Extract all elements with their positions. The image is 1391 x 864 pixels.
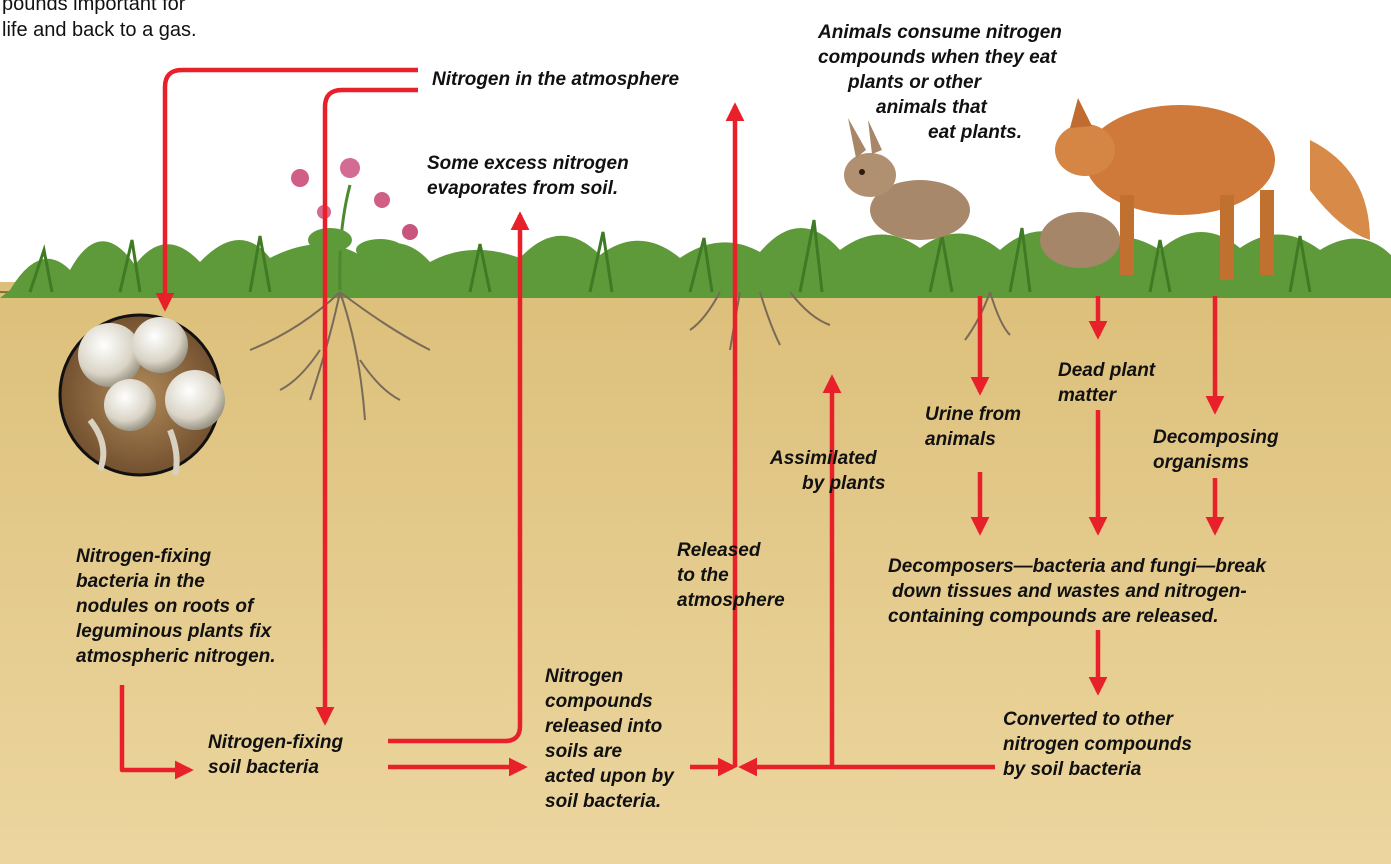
label-converted-compounds: Converted to other nitrogen compounds by…: [1003, 707, 1192, 782]
label-decomposing-organisms: Decomposing organisms: [1153, 425, 1279, 475]
intro-line-1: pounds important for: [2, 0, 197, 17]
label-excess-nitrogen-evaporates: Some excess nitrogen evaporates from soi…: [427, 151, 629, 201]
label-dead-plant-matter: Dead plant matter: [1058, 358, 1155, 408]
grass-strip: [0, 220, 1391, 298]
label-soil-bacteria: Nitrogen-fixing soil bacteria: [208, 730, 343, 780]
label-compounds-released: Nitrogen compounds released into soils a…: [545, 664, 674, 814]
label-urine-from-animals: Urine from animals: [925, 402, 1021, 452]
label-nodule-bacteria: Nitrogen-fixing bacteria in the nodules …: [76, 544, 276, 669]
intro-line-2: life and back to a gas.: [2, 17, 197, 43]
label-assimilated-by-plants: Assimilated by plants: [770, 446, 885, 496]
label-animals-consume-nitrogen: Animals consume nitrogen compounds when …: [818, 20, 1062, 145]
label-released-to-atmosphere: Released to the atmosphere: [677, 538, 785, 613]
intro-text: pounds important for life and back to a …: [2, 0, 197, 43]
label-nitrogen-atmosphere: Nitrogen in the atmosphere: [432, 67, 679, 92]
label-decomposers: Decomposers—bacteria and fungi—break dow…: [888, 554, 1266, 629]
